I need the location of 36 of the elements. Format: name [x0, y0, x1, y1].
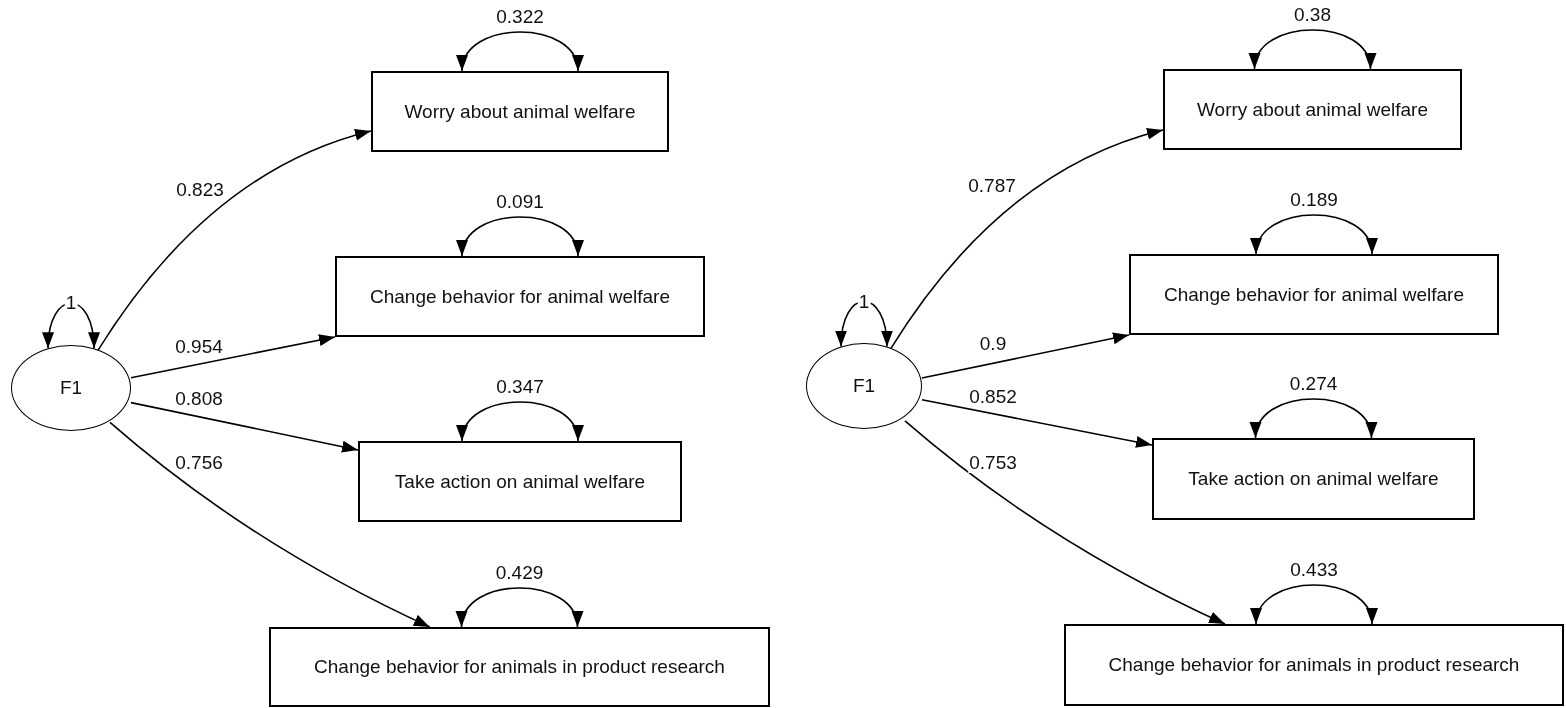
loading-arrow [921, 332, 1130, 379]
variance-arrow [1251, 29, 1374, 70]
indicator-box [358, 441, 682, 522]
indicator-box [1163, 69, 1462, 150]
indicator-box [1152, 438, 1475, 520]
indicator-box [1064, 624, 1564, 706]
variance-arrow [1253, 214, 1375, 255]
variance-arrow [459, 401, 581, 442]
loading-arrow [889, 128, 1164, 351]
indicator-box [1129, 254, 1499, 335]
variance-arrow [836, 300, 892, 348]
indicator-label: Worry about animal welfare [1197, 98, 1428, 121]
loading-arrow [921, 398, 1153, 448]
loading-arrow [109, 421, 431, 628]
indicator-box [269, 627, 770, 707]
indicator-label: Worry about animal welfare [404, 100, 636, 123]
loading-arrow [130, 334, 336, 379]
variance-arrow [459, 31, 581, 72]
indicator-label: Change behavior for animals in product research [314, 656, 725, 678]
indicator-label: Take action on animal welfare [1188, 468, 1439, 490]
loading-arrow [904, 420, 1226, 625]
factor-label: F1 [59, 377, 83, 399]
loading-arrow [130, 401, 359, 453]
indicator-label: Change behavior for animal welfare [1164, 283, 1464, 306]
indicator-label: Change behavior for animal welfare [370, 285, 670, 308]
variance-arrow [1253, 584, 1375, 625]
indicator-label: Take action on animal welfare [394, 470, 646, 493]
variance-arrow [1252, 398, 1375, 439]
factor-label: F1 [852, 375, 876, 397]
indicator-label: Change behavior for animals in product research [1108, 654, 1520, 676]
variance-arrow [459, 216, 581, 257]
indicator-box [335, 256, 705, 337]
indicator-box [371, 71, 669, 152]
variance-arrow [43, 302, 99, 350]
variance-arrow [458, 587, 581, 628]
loading-label: 0.753 [968, 453, 1018, 473]
